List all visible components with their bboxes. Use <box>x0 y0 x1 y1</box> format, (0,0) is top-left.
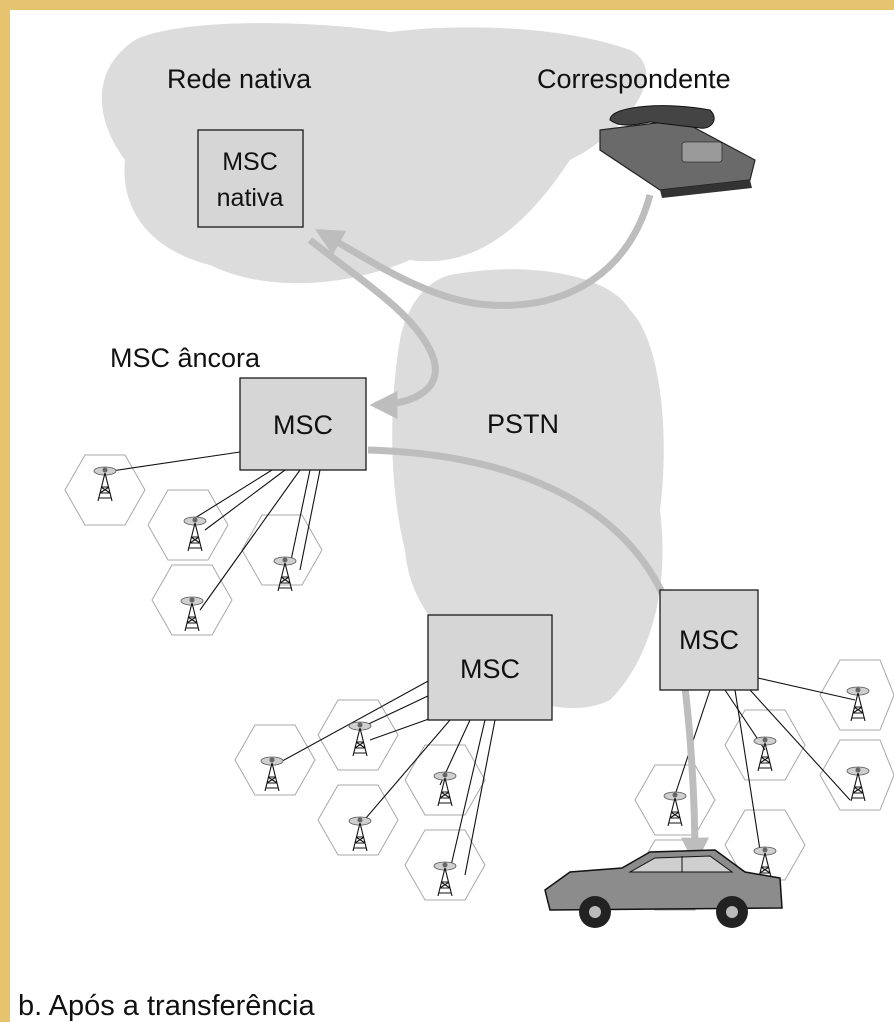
right-msc: MSC <box>659 589 759 691</box>
home-network-cloud <box>101 23 647 284</box>
svg-text:MSC: MSC <box>273 410 333 440</box>
mobility-diagram: MSC nativa MSC MSC MSC Rede nativa Corre… <box>18 23 894 1022</box>
anchor-msc-links <box>104 451 321 611</box>
pstn-cloud <box>392 269 664 709</box>
home-to-anchor-arrow <box>307 237 439 419</box>
car-icon <box>544 849 783 928</box>
figure-caption: b. Após a transferência <box>18 990 315 1022</box>
svg-text:MSC: MSC <box>222 148 278 176</box>
call-path-arrow <box>315 194 654 309</box>
svg-text:MSC: MSC <box>679 625 739 655</box>
diagram-frame: MSC nativa MSC MSC MSC Rede nativa Corre… <box>10 10 894 1022</box>
home-network-label: Rede nativa <box>167 64 312 94</box>
anchor-msc: MSC <box>239 377 367 471</box>
home-msc: MSC nativa <box>197 129 304 228</box>
middle-msc: MSC <box>427 614 553 721</box>
correspondent-label: Correspondente <box>537 64 731 94</box>
telephone-icon <box>599 105 756 198</box>
pstn-label: PSTN <box>487 409 559 439</box>
anchor-msc-label: MSC âncora <box>110 343 261 373</box>
svg-text:MSC: MSC <box>460 654 520 684</box>
svg-text:nativa: nativa <box>217 184 284 212</box>
middle-msc-links <box>274 679 496 876</box>
